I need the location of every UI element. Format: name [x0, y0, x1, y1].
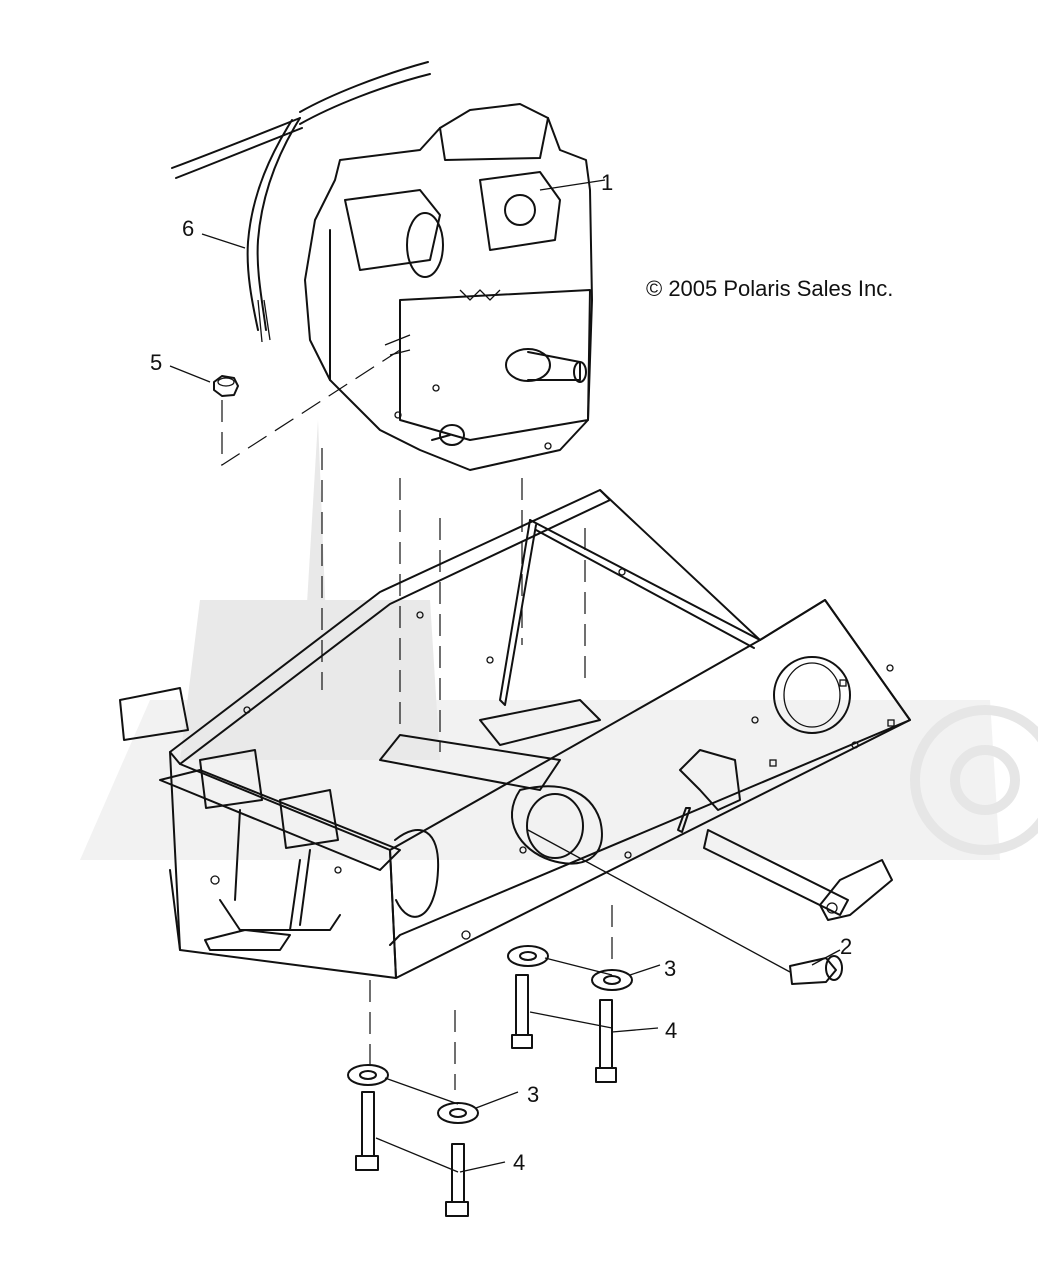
- engine: [304, 103, 593, 471]
- leader-4a2: [611, 1027, 659, 1033]
- leader-5: [169, 365, 211, 383]
- washer-3d: [437, 1102, 479, 1124]
- bolt-2-alignment-line: [527, 829, 791, 973]
- leader-3a2: [629, 964, 661, 976]
- leader-3c: [384, 1077, 459, 1105]
- nut: [213, 375, 239, 397]
- leader-4c: [375, 1137, 459, 1173]
- frame-holes: [210, 568, 895, 940]
- leader-4c2: [459, 1161, 506, 1173]
- callout-2: 2: [840, 934, 853, 959]
- callout-6: 6: [182, 216, 195, 241]
- bolt-4c: [355, 1091, 379, 1171]
- leader-6: [201, 233, 246, 249]
- leader-3a: [544, 957, 613, 976]
- bolt-4a: [511, 974, 533, 1049]
- washer-3a: [507, 945, 549, 967]
- engine-alignment-lines: [321, 448, 586, 752]
- washer-3b: [591, 969, 633, 991]
- bolt-4d: [445, 1143, 469, 1217]
- leader-4a: [529, 1011, 613, 1029]
- watermark-logo: [80, 420, 1038, 860]
- bolt-4b: [595, 999, 617, 1083]
- engine-mount-frame: [119, 489, 911, 979]
- copyright-notice: © 2005 Polaris Sales Inc.: [646, 276, 894, 301]
- callout-1: 1: [601, 170, 614, 195]
- callout-5: 5: [150, 350, 163, 375]
- callout-3: 3: [664, 956, 677, 981]
- callout-4-lower: 4: [513, 1150, 526, 1175]
- washer-3c: [347, 1064, 389, 1086]
- leader-2: [811, 949, 841, 966]
- wiring-harness: [171, 61, 431, 343]
- callout-3-lower: 3: [527, 1082, 540, 1107]
- leader-1: [539, 179, 606, 191]
- callout-4: 4: [665, 1018, 678, 1043]
- nut-alignment-line: [221, 349, 401, 467]
- leader-3c2: [475, 1091, 519, 1109]
- bolt-2: [789, 955, 843, 985]
